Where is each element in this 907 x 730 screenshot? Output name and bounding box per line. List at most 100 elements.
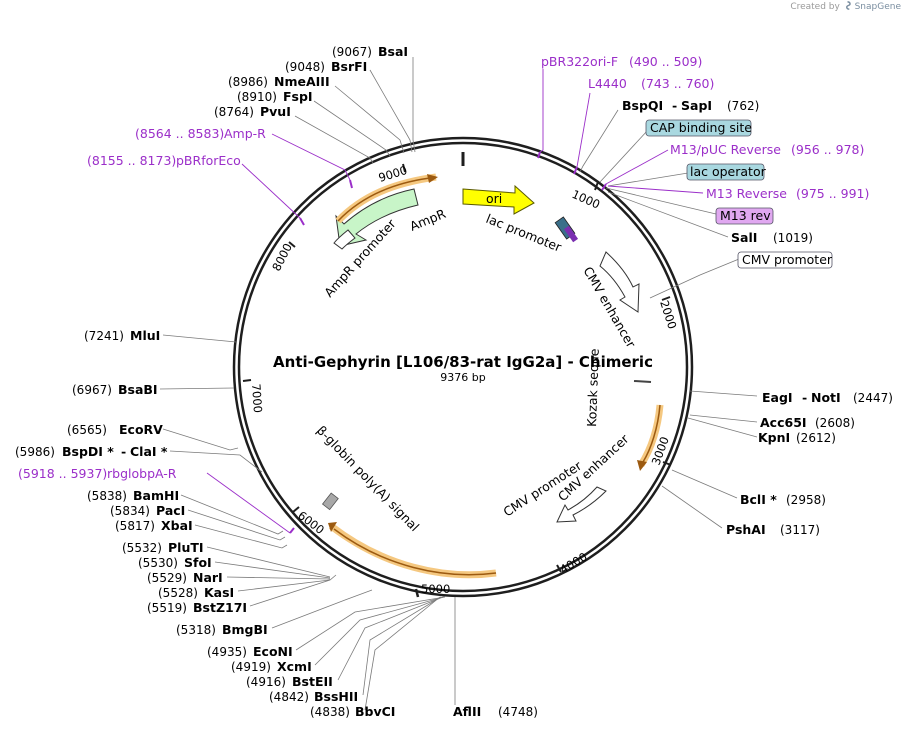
enzyme-pvui-pos: (8764) — [214, 105, 254, 119]
enzyme-bbvci[interactable]: (4838) BbvCI — [310, 704, 395, 719]
primer-amp-r-name: Amp-R — [224, 126, 266, 141]
enzyme-noti-name: NotI — [811, 390, 841, 405]
enzyme-paci[interactable]: (5834) PacI — [110, 503, 185, 518]
enzyme-ecorv[interactable]: (6565) EcoRV — [67, 422, 163, 437]
enzyme-pvui[interactable]: (8764) PvuI — [214, 104, 291, 119]
boxed-labels: CAP binding site lac operator M13 rev CM… — [645, 119, 833, 269]
enzyme-sali[interactable]: SalI (1019) — [731, 230, 813, 245]
enzyme-bcli-name: BclI * — [740, 492, 777, 507]
connector-bamhi — [180, 494, 284, 535]
connector-mlui — [162, 334, 237, 343]
connector-m13-rev — [605, 187, 717, 215]
primer-rbglobpa-r-range: (5918 .. 5937) — [18, 466, 107, 481]
enzyme-bamhi[interactable]: (5838) BamHI — [87, 488, 179, 503]
connector-bsteii — [337, 596, 444, 681]
enzyme-bsabi[interactable]: (6967) BsaBI — [72, 382, 158, 397]
enzyme-bbvci-name: BbvCI — [355, 704, 395, 719]
enzyme-nari[interactable]: (5529) NarI — [147, 570, 223, 585]
enzyme-acc65i[interactable]: Acc65I (2608) — [760, 415, 855, 430]
primer-rbglobpa-r[interactable]: (5918 .. 5937) rbglobpA-R — [18, 466, 177, 481]
enzyme-labels: (9067) BsaI (9048) BsrFI (8986) NmeAIII … — [15, 44, 893, 719]
primer-l4440[interactable]: L4440 (743 .. 760) — [588, 76, 714, 91]
enzyme-bsabi-pos: (6967) — [72, 383, 112, 397]
backbone-outer-ring — [232, 136, 694, 598]
primer-m13-puc-reverse[interactable]: M13/pUC Reverse (956 .. 978) — [670, 142, 864, 157]
enzyme-mlui-pos: (7241) — [84, 329, 124, 343]
enzyme-aflii[interactable]: AflII (4748) — [453, 704, 538, 719]
enzyme-bsshii[interactable]: (4842) BssHII — [269, 689, 358, 704]
enzyme-pluti[interactable]: (5532) PluTI — [122, 540, 204, 555]
enzyme-kasi-name: KasI — [204, 585, 234, 600]
primer-pbr322ori-f[interactable]: pBR322ori-F (490 .. 509) — [541, 54, 702, 69]
tick-label-5000: 5000 — [421, 582, 450, 596]
feature-cmv-enhancer-2: CMV enhancer CMV promoter — [500, 431, 632, 523]
enzyme-xcmi-pos: (4919) — [231, 660, 271, 674]
primer-amp-r[interactable]: (8564 .. 8583) Amp-R — [135, 126, 266, 141]
enzyme-econi[interactable]: (4935) EcoNI — [207, 644, 293, 659]
primer-m13-reverse-range: (975 .. 991) — [796, 186, 869, 201]
cap-binding-site-label: CAP binding site — [650, 120, 752, 135]
enzyme-bmgbi[interactable]: (5318) BmgBI — [176, 622, 268, 637]
connector-bsabi — [159, 387, 235, 390]
enzyme-bsteii[interactable]: (4916) BstEII — [246, 674, 333, 689]
connector-l4440 — [576, 92, 591, 168]
primer-pbrforeco[interactable]: (8155 .. 8173) pBRforEco — [87, 153, 241, 168]
enzyme-sfoi-name: SfoI — [184, 555, 212, 570]
primer-m13-reverse[interactable]: M13 Reverse (975 .. 991) — [706, 186, 869, 201]
boxed-lac-operator[interactable]: lac operator — [686, 163, 767, 181]
boxed-cmv-promoter[interactable]: CMV promoter — [737, 251, 833, 269]
connector-bsai — [412, 57, 416, 153]
bglobin-label: β-globin poly(A) signal — [314, 423, 422, 535]
connector-pvui — [294, 115, 374, 164]
connector-kasi — [237, 579, 331, 592]
enzyme-eagi-sep: - — [802, 390, 807, 405]
connector-bcli — [671, 469, 738, 499]
connector-kpni — [687, 417, 758, 438]
feature-cmv-enhancer-1: CMV enhancer — [580, 251, 640, 351]
tick-label-4000: 4000 — [557, 549, 589, 576]
kozak-mark — [633, 380, 652, 383]
enzyme-nmeaiii-name: NmeAIII — [274, 74, 330, 89]
enzyme-bcli-pos: (2958) — [786, 493, 826, 507]
enzyme-bsrfi[interactable]: (9048) BsrFI — [285, 59, 367, 74]
enzyme-bsrfi-pos: (9048) — [285, 60, 325, 74]
enzyme-sfoi[interactable]: (5530) SfoI — [138, 555, 212, 570]
enzyme-clai-name: ClaI * — [130, 444, 168, 459]
boxed-m13-rev[interactable]: M13 rev — [715, 207, 774, 225]
enzyme-pshai[interactable]: PshAI (3117) — [726, 522, 820, 537]
credit-brand: SnapGene — [854, 2, 901, 12]
enzyme-bspdi-clai[interactable]: (5986) BspDI * - ClaI * — [15, 444, 168, 459]
enzyme-bmgbi-name: BmgBI — [222, 622, 268, 637]
enzyme-bsai[interactable]: (9067) BsaI — [332, 44, 408, 59]
enzyme-sapi-name: SapI — [681, 98, 712, 113]
connector-m13-reverse — [607, 185, 704, 194]
tick-label-1000: 1000 — [570, 187, 602, 212]
enzyme-bsai-pos: (9067) — [332, 45, 372, 59]
enzyme-bstz17i[interactable]: (5519) BstZ17I — [147, 600, 247, 615]
enzyme-sfoi-pos: (5530) — [138, 556, 178, 570]
enzyme-xbai[interactable]: (5817) XbaI — [115, 518, 193, 533]
ampr-promoter-arrow — [333, 229, 356, 250]
plasmid-title: Anti-Gephyrin [L106/83-rat IgG2a] - Chim… — [273, 353, 653, 371]
enzyme-mlui[interactable]: (7241) MluI — [84, 328, 160, 343]
enzyme-eagi-noti[interactable]: EagI - NotI (2447) — [762, 390, 893, 405]
snapgene-logo-icon — [845, 1, 851, 10]
orf-arc-right-head — [637, 460, 647, 471]
enzyme-sali-pos: (1019) — [773, 231, 813, 245]
enzyme-bcli[interactable]: BclI * (2958) — [740, 492, 826, 507]
enzyme-ecorv-pos: (6565) — [67, 423, 107, 437]
boxed-cap-binding-site[interactable]: CAP binding site — [645, 119, 752, 137]
enzyme-paci-pos: (5834) — [110, 504, 150, 518]
connector-fspi — [313, 100, 391, 157]
enzyme-kpni[interactable]: KpnI (2612) — [758, 430, 836, 445]
enzyme-xcmi[interactable]: (4919) XcmI — [231, 659, 312, 674]
enzyme-nmeaiii[interactable]: (8986) NmeAIII — [228, 74, 330, 89]
enzyme-kasi[interactable]: (5528) KasI — [158, 585, 234, 600]
connector-econi — [295, 596, 446, 651]
primer-l4440-name: L4440 — [588, 76, 627, 91]
connector-amp-r — [271, 133, 351, 181]
connector-pluti — [206, 546, 331, 578]
enzyme-bspqi-sapi[interactable]: BspQI - SapI (762) — [622, 98, 759, 113]
enzyme-fspi[interactable]: (8910) FspI — [237, 89, 313, 104]
enzyme-paci-name: PacI — [156, 503, 185, 518]
